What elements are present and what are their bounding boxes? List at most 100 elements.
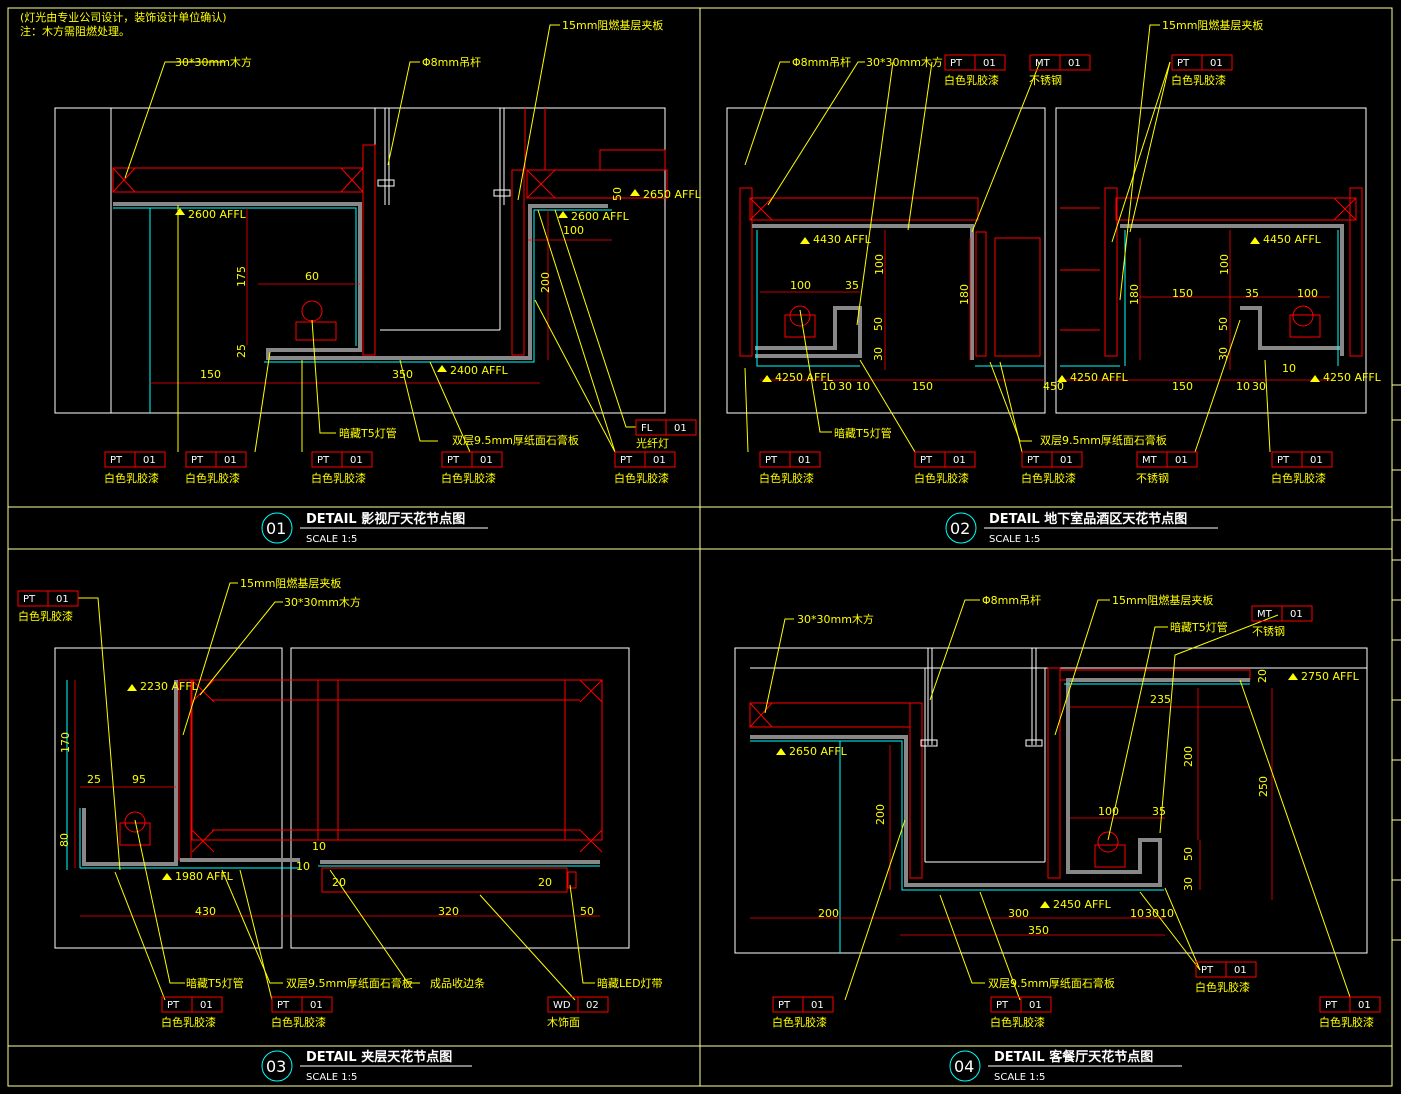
elev-marker — [437, 365, 447, 372]
dim: 50 — [872, 317, 885, 331]
elev-marker — [762, 375, 772, 382]
svg-text:PT: PT — [191, 455, 204, 466]
t5-fixture — [295, 300, 337, 341]
dim: 450 — [1043, 380, 1064, 393]
svg-text:PT: PT — [996, 1000, 1009, 1011]
callout-timber: 30*30mm木方 — [284, 595, 361, 609]
dim: 10 — [1130, 907, 1144, 920]
svg-text:白色乳胶漆: 白色乳胶漆 — [185, 471, 240, 485]
detail-scale: SCALE 1:5 — [306, 534, 357, 545]
svg-text:01: 01 — [310, 1000, 323, 1011]
svg-text:01: 01 — [1234, 965, 1247, 976]
dim: 235 — [1150, 693, 1171, 706]
svg-text:白色乳胶漆: 白色乳胶漆 — [1171, 73, 1226, 87]
elev-marker — [1288, 673, 1298, 680]
elev-1: 2600 AFFL — [188, 208, 247, 221]
svg-text:PT: PT — [1027, 455, 1040, 466]
callout-t5: 暗藏T5灯管 — [339, 426, 397, 440]
dim: 50 — [1182, 847, 1195, 861]
elev-marker — [1250, 237, 1260, 244]
svg-text:PT: PT — [620, 455, 633, 466]
svg-text:MT: MT — [1257, 609, 1273, 620]
elev-3: 2650 AFFL — [643, 188, 702, 201]
svg-text:PT: PT — [1277, 455, 1290, 466]
elev: 2750 AFFL — [1301, 670, 1360, 683]
elev-marker — [1040, 901, 1050, 908]
svg-text:白色乳胶漆: 白色乳胶漆 — [18, 609, 73, 623]
note-lighting: (灯光由专业公司设计，装饰设计单位确认) — [20, 10, 227, 24]
dim: 320 — [438, 905, 459, 918]
elev: 4250 AFFL — [1323, 371, 1382, 384]
svg-text:白色乳胶漆: 白色乳胶漆 — [271, 1015, 326, 1029]
dim-200: 200 — [539, 272, 552, 293]
svg-text:白色乳胶漆: 白色乳胶漆 — [1195, 980, 1250, 994]
dim: 10 — [1282, 362, 1296, 375]
dim: 30 — [1182, 877, 1195, 891]
detail-title: DETAIL 地下室品酒区天花节点图 — [989, 511, 1187, 527]
dim: 50 — [580, 905, 594, 918]
detail-title: DETAIL 影视厅天花节点图 — [306, 511, 465, 527]
callout-timber: 30*30mm木方 — [866, 55, 943, 69]
detail-scale: SCALE 1:5 — [306, 1072, 357, 1083]
svg-text:PT: PT — [765, 455, 778, 466]
svg-text:白色乳胶漆: 白色乳胶漆 — [759, 471, 814, 485]
callout-rod: Φ8mm吊杆 — [982, 593, 1041, 607]
elev-marker — [1310, 375, 1320, 382]
dim: 430 — [195, 905, 216, 918]
dim: 35 — [845, 279, 859, 292]
svg-text:PT: PT — [1325, 1000, 1338, 1011]
callout-timber: 30*30mm木方 — [797, 612, 874, 626]
dim: 25 — [87, 773, 101, 786]
svg-text:01: 01 — [1175, 455, 1188, 466]
material-tag: PT 01 白色乳胶漆 — [441, 451, 503, 485]
svg-text:MT: MT — [1142, 455, 1158, 466]
callout-gypsum: 双层9.5mm厚纸面石膏板 — [286, 976, 413, 990]
svg-text:PT: PT — [167, 1000, 180, 1011]
callout-rod: Φ8mm吊杆 — [422, 55, 481, 69]
dim: 150 — [912, 380, 933, 393]
svg-text:白色乳胶漆: 白色乳胶漆 — [1271, 471, 1326, 485]
svg-text:木饰面: 木饰面 — [547, 1015, 580, 1029]
dim: 350 — [1028, 924, 1049, 937]
elev-marker — [630, 189, 640, 196]
detail-number: 03 — [266, 1057, 286, 1076]
dim-100: 100 — [563, 224, 584, 237]
svg-text:白色乳胶漆: 白色乳胶漆 — [311, 471, 366, 485]
svg-text:白色乳胶漆: 白色乳胶漆 — [944, 73, 999, 87]
dim: 300 — [1008, 907, 1029, 920]
dim-175: 175 — [235, 266, 248, 287]
svg-text:01: 01 — [143, 455, 156, 466]
callout-fiber-light: 光纤灯 — [636, 436, 669, 450]
material-tag: FL 01 — [635, 419, 697, 436]
elev-marker — [1057, 375, 1067, 382]
dim: 35 — [1152, 805, 1166, 818]
detail-number: 01 — [266, 519, 286, 538]
detail-number-circle — [261, 512, 293, 544]
svg-text:01: 01 — [811, 1000, 824, 1011]
svg-text:PT: PT — [1177, 58, 1190, 69]
dim: 100 — [1218, 254, 1231, 275]
svg-text:PT: PT — [277, 1000, 290, 1011]
panel-03: 170 25 95 80 10 10 20 20 430 320 50 2230… — [17, 576, 663, 1083]
svg-text:01: 01 — [653, 455, 666, 466]
elev-4: 2400 AFFL — [450, 364, 509, 377]
elev: 4250 AFFL — [775, 371, 834, 384]
dim: 50 — [1217, 317, 1230, 331]
material-tag: PT 01 白色乳胶漆 — [271, 996, 333, 1029]
svg-text:01: 01 — [674, 423, 687, 434]
dim-350: 350 — [392, 368, 413, 381]
dim: 100 — [1098, 805, 1119, 818]
material-tag: PT 01 白色乳胶漆 — [104, 451, 166, 485]
dim-50: 50 — [611, 187, 624, 201]
detail-number-circle — [945, 512, 977, 544]
svg-text:不锈钢: 不锈钢 — [1029, 74, 1062, 87]
